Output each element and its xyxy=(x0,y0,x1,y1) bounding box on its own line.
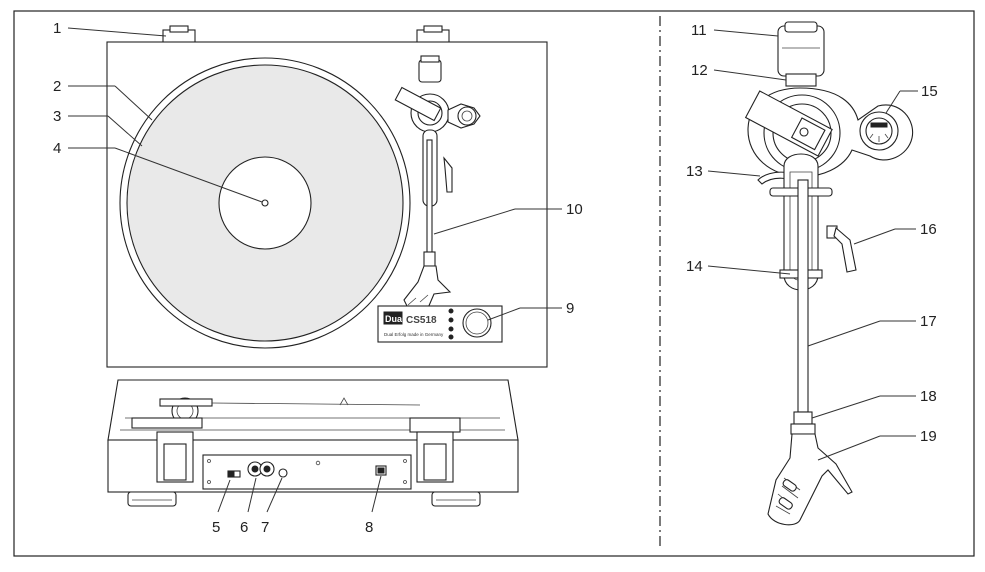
headshell xyxy=(767,433,853,526)
leader-18 xyxy=(811,395,881,419)
tonearm-tube-small xyxy=(426,139,433,256)
headshell-lock-ring xyxy=(793,411,813,425)
callout-1: 1 xyxy=(53,20,61,37)
leader-10 xyxy=(433,208,516,235)
leader-3 xyxy=(107,115,143,147)
leader-7 xyxy=(266,477,283,513)
leader-12 xyxy=(713,69,787,81)
speed-knob xyxy=(462,308,492,338)
callout-16: 16 xyxy=(920,221,937,238)
callout-labels: 1 2 3 4 5 6 7 8 9 10 11 12 13 14 15 16 1… xyxy=(53,20,938,536)
lift-lever-small xyxy=(443,156,453,193)
leader-5 xyxy=(217,479,231,513)
counterweight-small xyxy=(418,59,442,83)
spindle xyxy=(261,199,269,207)
turntable-top-view: Dual CS518 Dual Erfolg made in Germany xyxy=(106,25,548,368)
figure-frame xyxy=(13,10,975,557)
callout-6: 6 xyxy=(240,519,248,536)
foot-left xyxy=(127,491,177,507)
tonearm-tube xyxy=(797,179,809,413)
callout-5: 5 xyxy=(212,519,220,536)
callout-18: 18 xyxy=(920,388,937,405)
leader-15 xyxy=(885,90,901,114)
tonearm-detail xyxy=(744,21,914,526)
callout-12: 12 xyxy=(691,62,708,79)
callout-11: 11 xyxy=(691,22,707,39)
callout-17: 17 xyxy=(920,313,937,330)
brand-logo: Dual xyxy=(385,314,405,324)
vta-dial-small xyxy=(457,106,477,126)
plate-tagline: Dual Erfolg made in Germany xyxy=(384,332,444,337)
leader-2 xyxy=(114,85,153,121)
ground-terminal xyxy=(278,468,288,478)
callout-8: 8 xyxy=(365,519,373,536)
callout-4: 4 xyxy=(53,140,61,157)
leader-13 xyxy=(707,170,761,177)
leader-19 xyxy=(817,435,881,461)
leader-8 xyxy=(371,475,382,513)
callout-3: 3 xyxy=(53,108,61,125)
model-name: CS518 xyxy=(406,315,437,326)
callout-13: 13 xyxy=(686,163,703,180)
callout-15: 15 xyxy=(921,83,938,100)
leader-16 xyxy=(853,228,896,245)
callout-7: 7 xyxy=(261,519,269,536)
leader-17 xyxy=(807,320,881,347)
counterweight xyxy=(777,25,825,77)
leader-lines xyxy=(67,27,918,513)
callout-9: 9 xyxy=(566,300,574,317)
leader-11 xyxy=(713,29,779,37)
anti-skate-lever-small xyxy=(394,86,442,122)
leader-14 xyxy=(707,265,791,275)
foot-right xyxy=(431,491,481,507)
leader-9 xyxy=(487,307,521,321)
callout-2: 2 xyxy=(53,78,61,95)
leader-6 xyxy=(247,477,257,513)
turntable-rear-view xyxy=(107,379,519,507)
callout-10: 10 xyxy=(566,201,583,218)
leader-1 xyxy=(67,27,167,37)
leader-4 xyxy=(114,147,263,203)
callout-19: 19 xyxy=(920,428,937,445)
weight-ring xyxy=(785,73,817,87)
lift-lever xyxy=(833,227,857,273)
headshell-small xyxy=(403,265,452,313)
callout-14: 14 xyxy=(686,258,703,275)
